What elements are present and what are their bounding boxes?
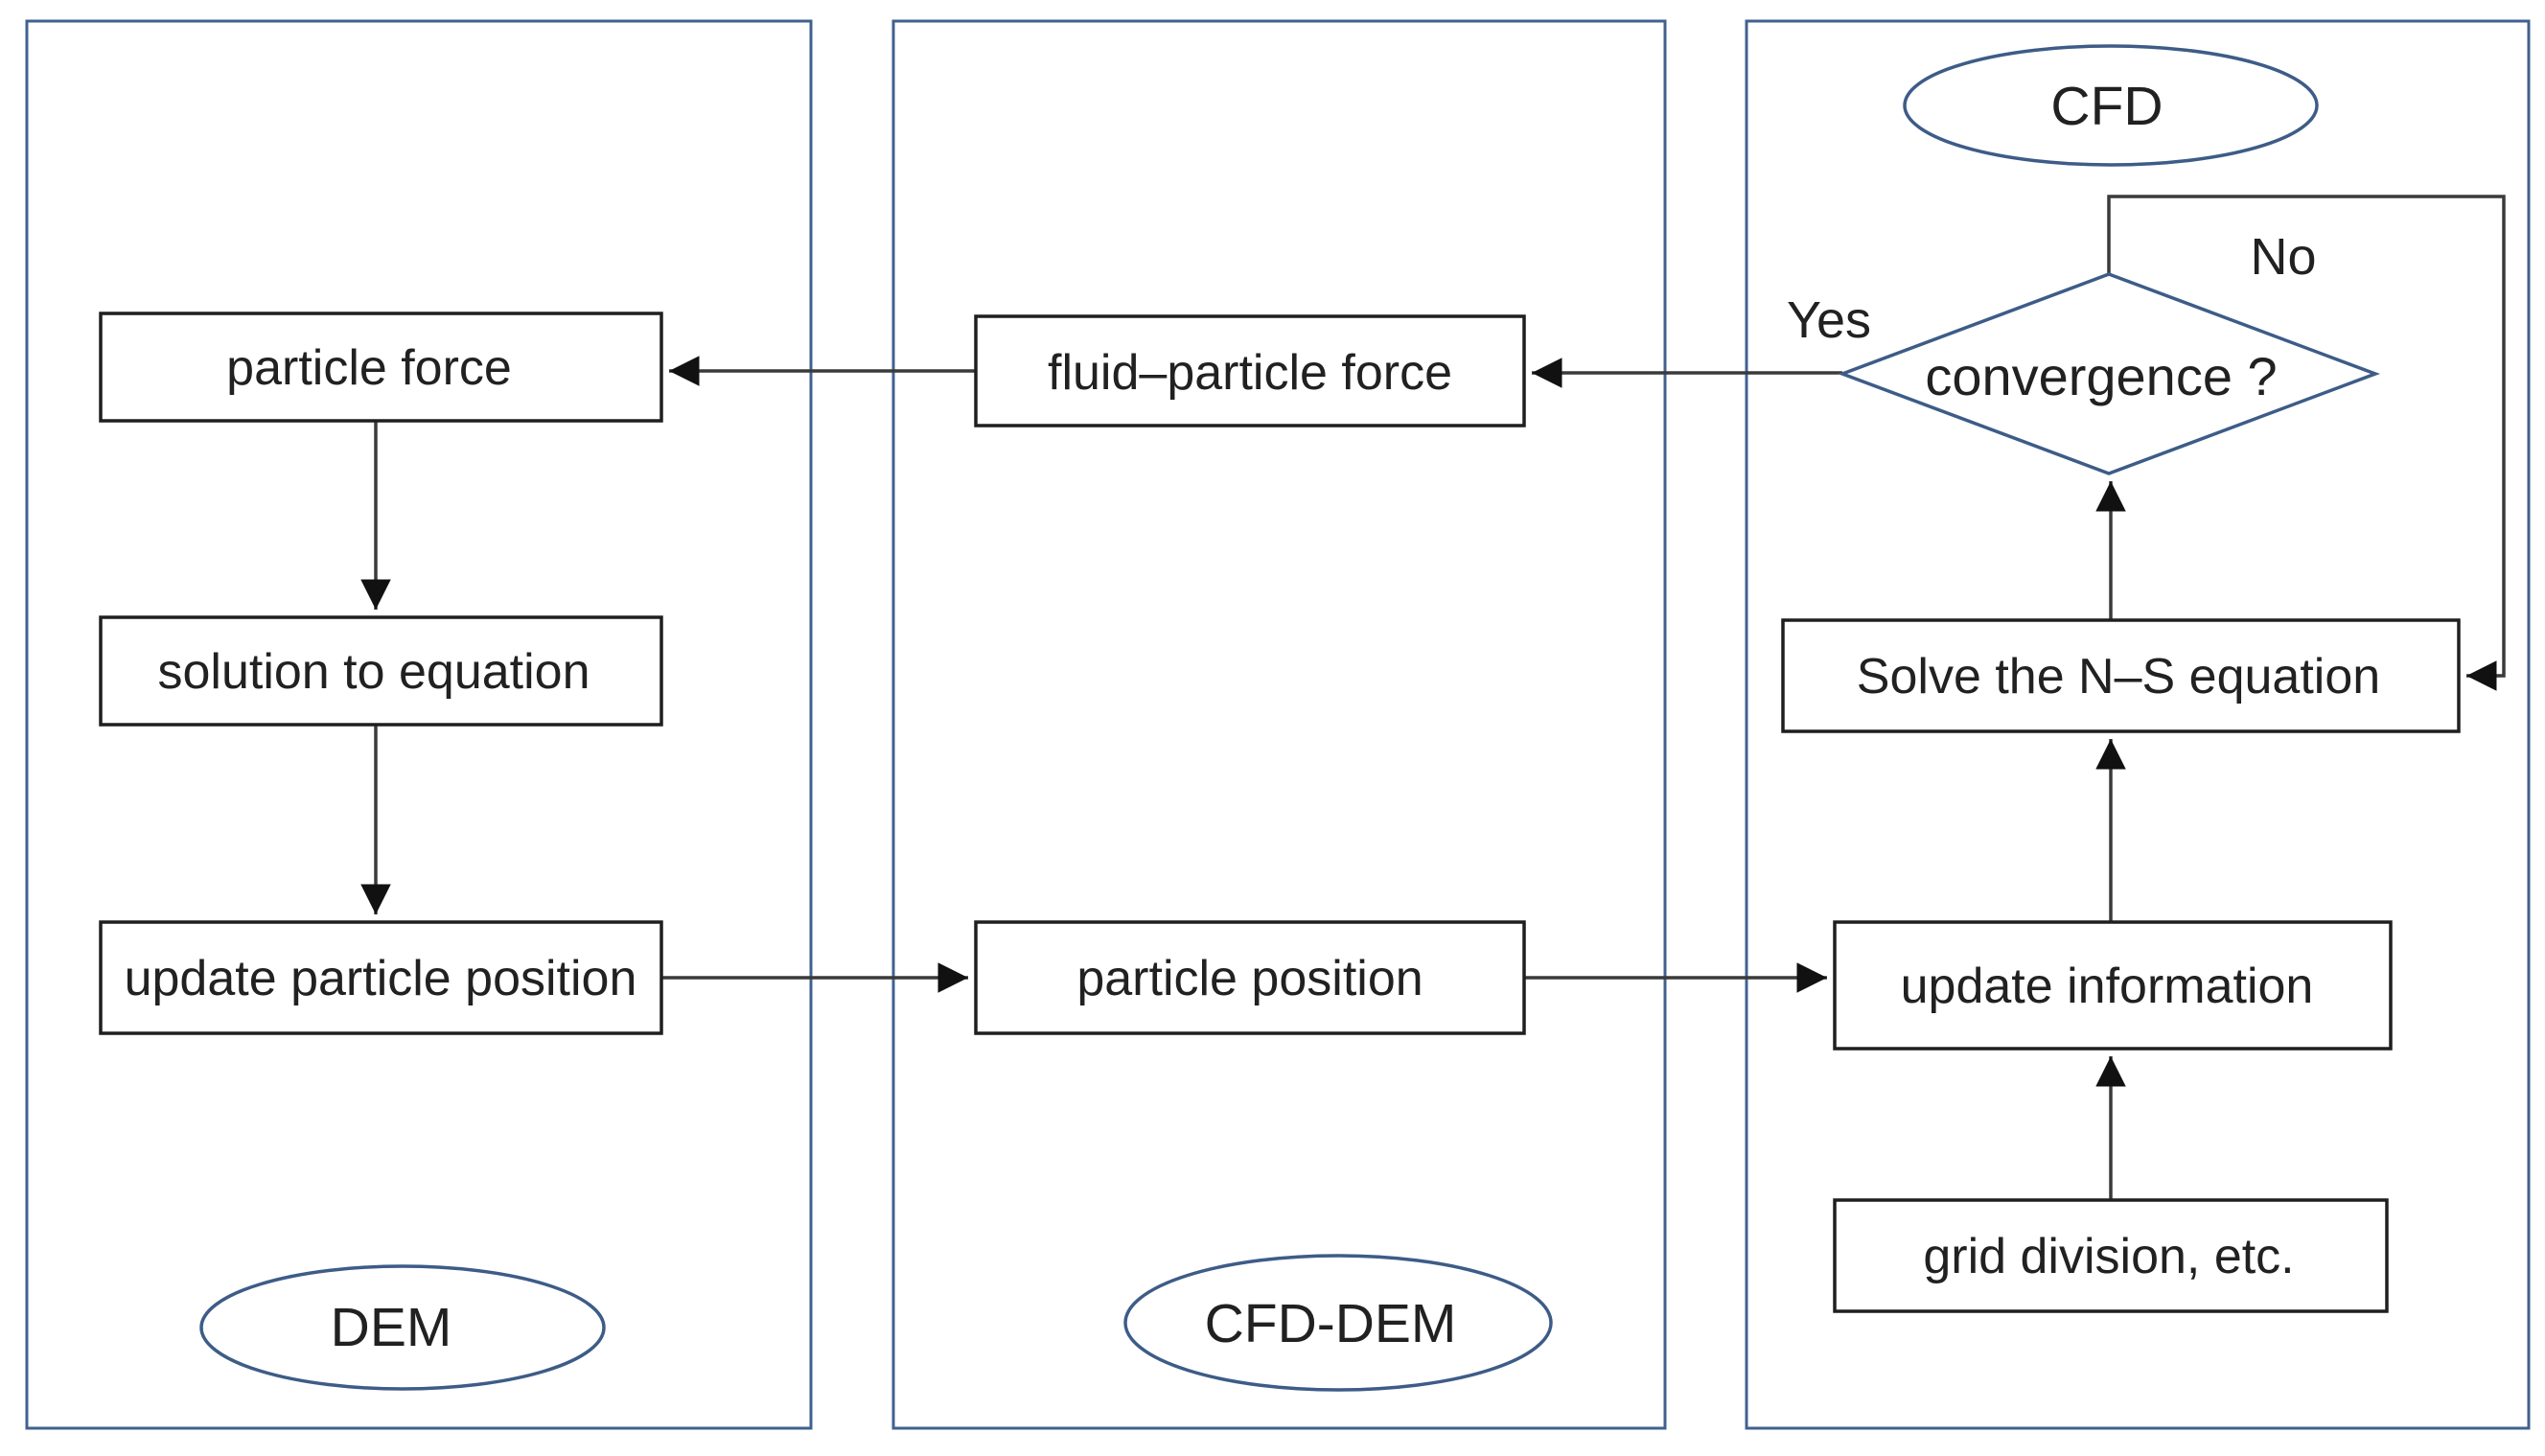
box-particle-force-label: particle force	[226, 340, 512, 396]
box-particle-position-label: particle position	[1076, 951, 1423, 1006]
label-no: No	[2250, 228, 2316, 286]
box-update-particle-position	[99, 920, 663, 1035]
ellipse-cfd-dem-label: CFD-DEM	[1205, 1293, 1457, 1354]
box-solve-ns-equation-label: Solve the N–S equation	[1857, 649, 2380, 705]
box-fluid-particle-force	[974, 314, 1526, 428]
ellipse-dem	[199, 1264, 606, 1391]
arrow-no-loop	[2107, 195, 2506, 691]
box-solve-ns-equation	[1781, 618, 2461, 733]
panel-cfd-dem	[891, 19, 1667, 1430]
box-grid-division-label: grid division, etc.	[1923, 1229, 2294, 1284]
box-update-information	[1833, 920, 2393, 1051]
box-update-particle-position-label: update particle position	[125, 951, 637, 1006]
label-yes: Yes	[1787, 291, 1871, 349]
box-particle-force	[99, 312, 663, 423]
ellipse-cfd	[1903, 44, 2319, 167]
diamond-convergence-label: convergence ?	[1925, 346, 2277, 406]
box-fluid-particle-force-label: fluid–particle force	[1048, 345, 1452, 401]
ellipse-cfd-label: CFD	[2050, 76, 2163, 137]
ellipse-dem-label: DEM	[331, 1297, 452, 1358]
box-solution-to-equation	[99, 615, 663, 727]
box-solution-to-equation-label: solution to equation	[157, 644, 590, 700]
box-particle-position	[974, 920, 1526, 1035]
box-update-information-label: update information	[1901, 959, 2314, 1014]
diamond-convergence	[1838, 272, 2380, 475]
box-grid-division	[1833, 1198, 2389, 1313]
ellipse-cfd-dem	[1123, 1254, 1553, 1392]
